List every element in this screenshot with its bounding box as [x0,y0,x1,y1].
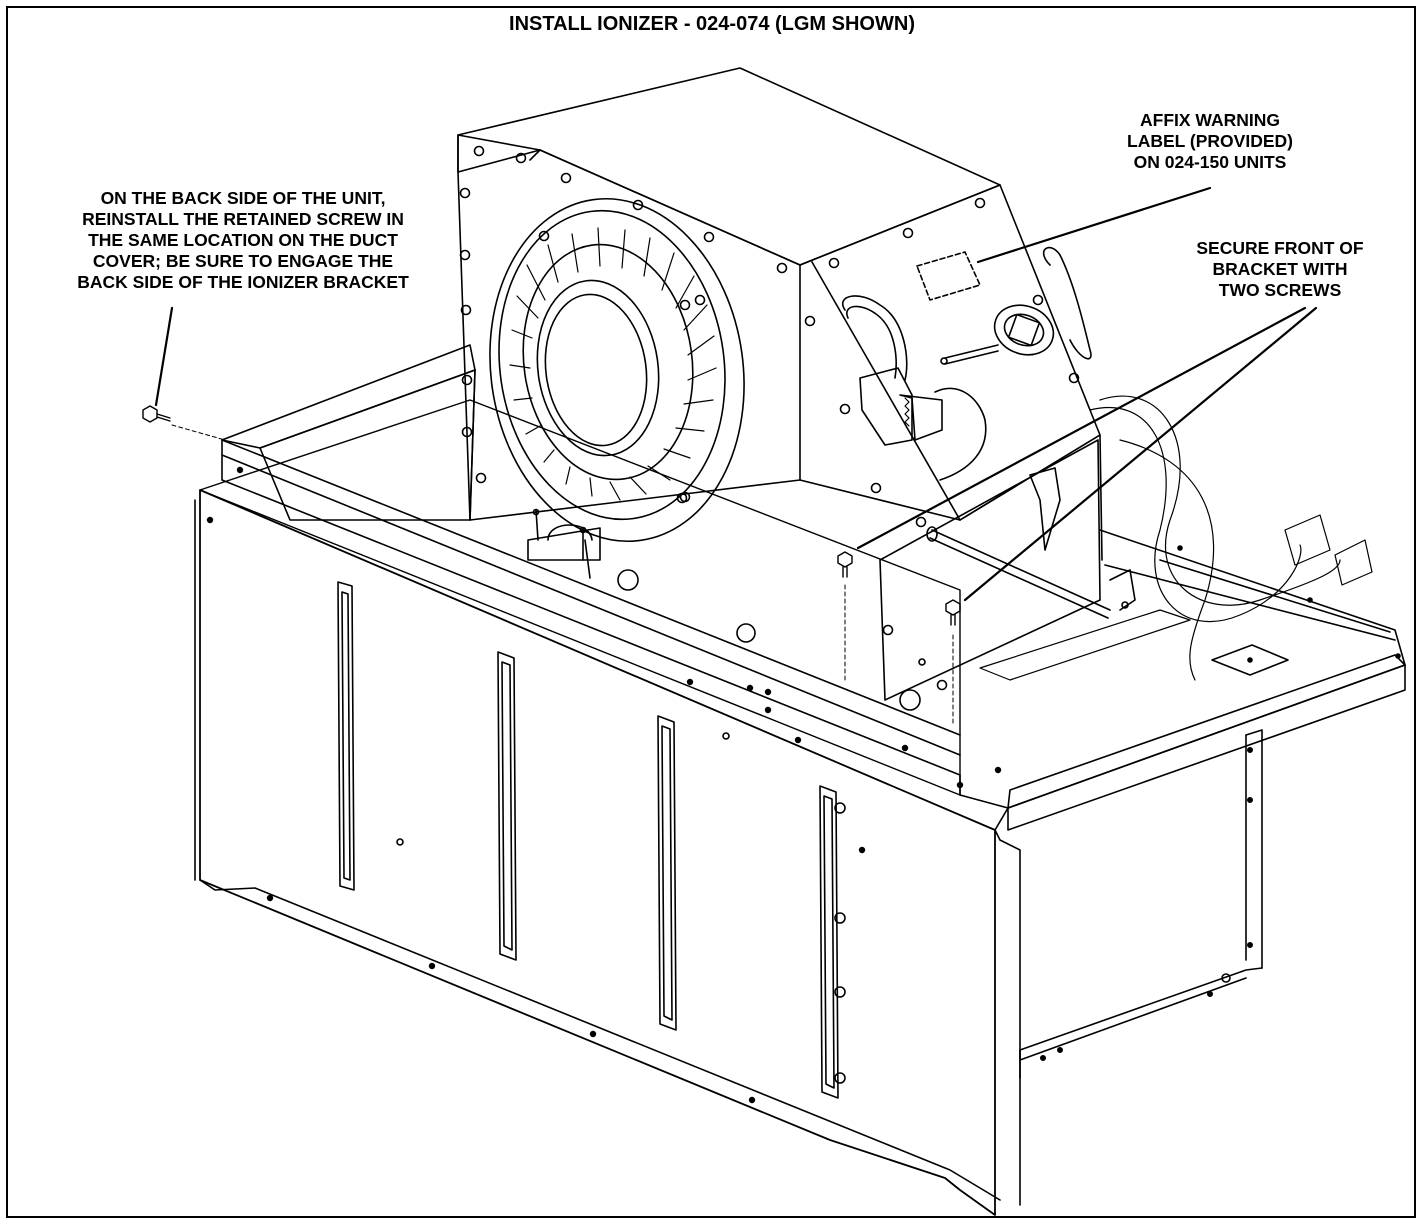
callout-line: AFFIX WARNING [1140,110,1280,130]
callout-line: REINSTALL THE RETAINED SCREW IN [82,209,404,229]
retained-screw-icon [142,405,226,441]
callout-line: TWO SCREWS [1218,280,1342,300]
callout-line: SECURE FRONT OF [1196,238,1364,258]
wire-harness [1089,395,1373,681]
callout-warning-label: AFFIX WARNING LABEL (PROVIDED) ON 024-15… [1090,110,1330,173]
blower-housing [457,67,1103,701]
control-components [842,246,1092,481]
callout-line: COVER; BE SURE TO ENGAGE THE [92,251,394,271]
callout-line: LABEL (PROVIDED) [1127,131,1293,151]
callout-front-bracket: SECURE FRONT OF BRACKET WITH TWO SCREWS [1140,238,1420,301]
callout-line: BRACKET WITH [1212,259,1348,279]
bracket-screw-icons [837,551,961,726]
base-pan [221,344,1406,1079]
ionizer-bracket [527,467,1191,711]
callout-line: ON THE BACK SIDE OF THE UNIT, [100,188,386,208]
callout-line: BACK SIDE OF THE IONIZER BRACKET [77,272,409,292]
callout-line: THE SAME LOCATION ON THE DUCT [88,230,398,250]
callout-back-screw: ON THE BACK SIDE OF THE UNIT, REINSTALL … [28,188,458,293]
figure-title: INSTALL IONIZER - 024-074 (LGM SHOWN) [509,13,915,35]
front-duct-cover [194,399,1021,1216]
blower-wheel [489,197,745,543]
figure-border [6,6,1416,1218]
leader-lines [154,186,1318,602]
callout-line: ON 024-150 UNITS [1133,152,1287,172]
